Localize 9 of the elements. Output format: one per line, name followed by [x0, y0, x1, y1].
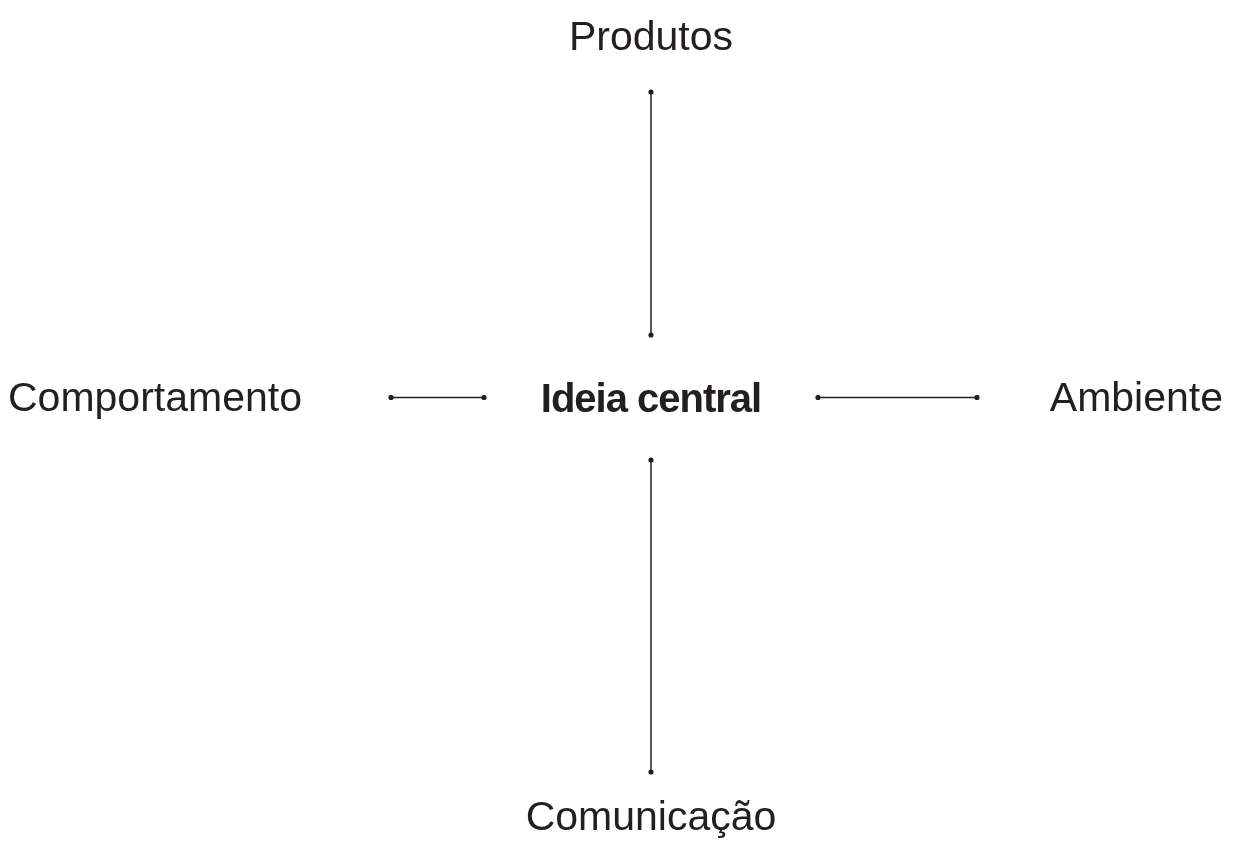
connector-line — [648, 457, 654, 775]
topic-label: Comportamento — [8, 373, 302, 423]
connector-line — [648, 89, 654, 338]
topic-label: Comunicação — [525, 791, 777, 841]
topic-label: Produtos — [568, 12, 734, 61]
connector-line — [388, 394, 487, 401]
central-idea-text: Ideia central — [540, 374, 762, 422]
connector-line — [815, 394, 980, 401]
topic-label: Ambiente — [1049, 373, 1223, 423]
